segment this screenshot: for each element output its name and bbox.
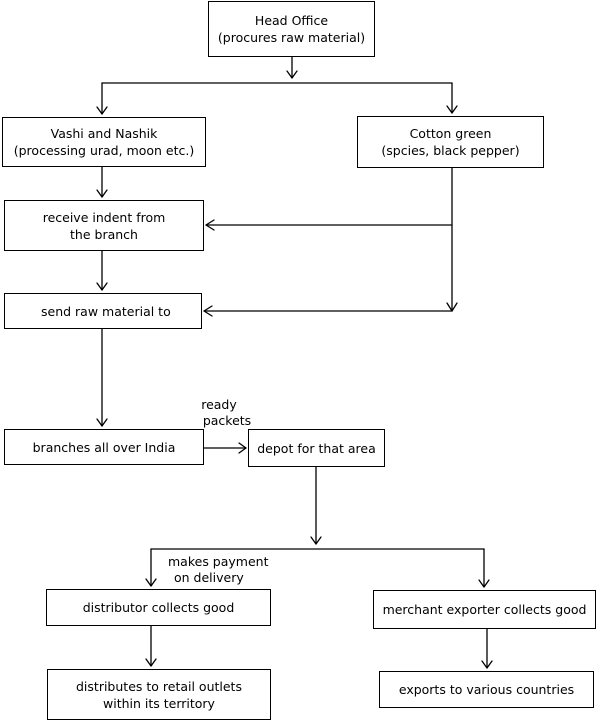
arrowhead-receive-send [96, 282, 108, 291]
send-raw-box: send raw material to [4, 293, 202, 329]
vashi-nashik-box: Vashi and Nashik (processing urad, moon … [2, 117, 206, 167]
arrowhead-cotton-receive [205, 219, 215, 231]
arrowhead-send-branches [96, 418, 108, 427]
cotton-green-box: Cotton green (spcies, black pepper) [357, 116, 544, 168]
payment-line2: on delivery [174, 570, 244, 585]
merchant-box: merchant exporter collects good [373, 590, 596, 629]
depot-text: depot for that area [257, 440, 376, 456]
cotton-green-subtitle: (spcies, black pepper) [381, 143, 520, 158]
receive-indent-line2: the branch [70, 226, 138, 242]
exports-text: exports to various countries [398, 682, 575, 697]
merchant-text: merchant exporter collects good [382, 602, 587, 617]
retail-line2: within its territory [103, 695, 215, 711]
receive-indent-box: receive indent from the branch [4, 200, 204, 251]
ready-packets-line2: packets [202, 413, 252, 428]
distributor-text: distributor collects good [82, 600, 235, 615]
head-office-title: Head Office [254, 13, 329, 28]
retail-box: distributes to retail outlets within its… [47, 669, 271, 720]
ready-packets-label: ready packets [196, 397, 258, 429]
arrowhead-to-cotton [446, 105, 458, 114]
branches-box: branches all over India [4, 429, 204, 465]
arrowhead-depot-down [310, 536, 322, 545]
arrowhead-to-distributor [145, 578, 157, 587]
head-office-subtitle: (procures raw material) [217, 30, 366, 45]
retail-line1: distributes to retail outlets [76, 678, 242, 694]
depot-box: depot for that area [248, 429, 385, 467]
exports-box: exports to various countries [379, 671, 594, 708]
payment-line1: makes payment [168, 554, 269, 569]
distributor-box: distributor collects good [46, 589, 271, 626]
arrowhead-head-down [286, 70, 298, 79]
ready-packets-line1: ready [201, 397, 237, 412]
arrowhead-cotton-trunk [446, 302, 458, 312]
arrowhead-merchant-exports [481, 660, 493, 669]
send-raw-text: send raw material to [41, 303, 171, 319]
payment-label: makes payment on delivery [160, 554, 280, 586]
head-office-box: Head Office (procures raw material) [208, 1, 375, 57]
arrowhead-vashi-receive [96, 189, 108, 198]
branches-text: branches all over India [32, 439, 176, 455]
receive-indent-line1: receive indent from [42, 209, 166, 225]
arrowhead-branches-depot [238, 442, 247, 454]
arrowhead-cotton-send [203, 305, 213, 317]
arrowhead-to-vashi [96, 106, 108, 115]
cotton-green-title: Cotton green [409, 126, 492, 141]
arrowhead-distributor-retail [145, 658, 157, 667]
arrowhead-to-merchant [478, 579, 490, 588]
vashi-nashik-title: Vashi and Nashik [50, 126, 158, 141]
vashi-nashik-subtitle: (processing urad, moon etc.) [13, 143, 195, 158]
